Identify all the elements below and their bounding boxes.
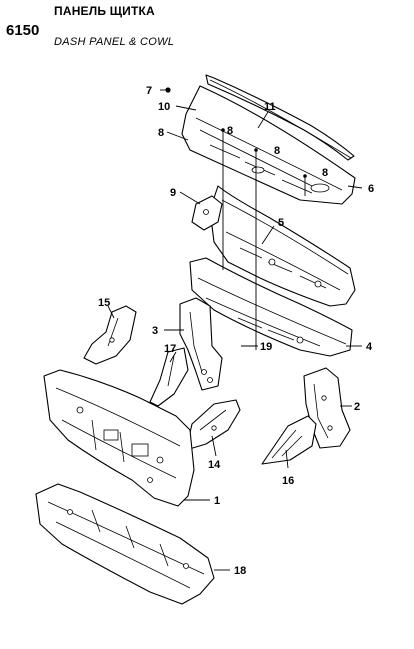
title-english: DASH PANEL & COWL (54, 36, 175, 48)
title-russian: ПАНЕЛЬ ЩИТКА (54, 4, 155, 18)
callout-14: 14 (208, 459, 221, 471)
part-9-cowl-bracket (191, 195, 223, 231)
callout-8: 8 (227, 125, 233, 137)
callout-18: 18 (234, 565, 246, 577)
callout-16: 16 (282, 475, 294, 487)
callout-15: 15 (98, 297, 110, 309)
part-11-weatherstrip (205, 74, 355, 161)
part-10-cowl-top-cover (181, 85, 356, 205)
callout-labels: 7 10 11 8 8 8 8 6 9 5 15 3 17 19 4 2 14 … (98, 85, 374, 577)
part-1-dash-panel (43, 369, 195, 507)
callout-19: 19 (260, 341, 272, 353)
callout-4: 4 (366, 341, 373, 353)
callout-7: 7 (146, 85, 152, 97)
callout-8: 8 (158, 127, 164, 139)
callout-6: 6 (368, 183, 374, 195)
callout-8: 8 (322, 167, 328, 179)
part-16-triangular-gusset (261, 415, 317, 465)
part-4-cowl-lower-panel (189, 257, 353, 357)
callout-2: 2 (354, 401, 360, 413)
callout-3: 3 (152, 325, 158, 337)
part-15-side-reinforcement (83, 305, 137, 365)
part-5-cowl-upper-panel (209, 185, 356, 307)
part-17-gusset (149, 347, 189, 407)
section-number: 6150 (6, 22, 40, 39)
part-18-lower-cross-member (35, 483, 215, 605)
callout-8: 8 (274, 145, 280, 157)
callout-10: 10 (158, 101, 170, 113)
part-3-center-bracket (179, 297, 223, 391)
callout-5: 5 (278, 217, 284, 229)
leader-lines (107, 87, 363, 571)
callout-17: 17 (164, 343, 176, 355)
callout-11: 11 (264, 101, 276, 113)
callout-9: 9 (170, 187, 176, 199)
callout-1: 1 (214, 495, 220, 507)
